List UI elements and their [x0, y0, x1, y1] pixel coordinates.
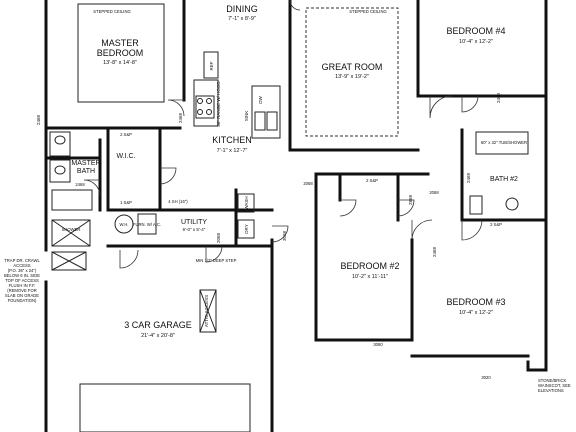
stone-wainscot-note: STONE/BRICK WAINSCOT, SEE ELEVATIONS [538, 378, 571, 393]
bedroom4-door-label: 2468 [496, 92, 501, 103]
crawl-access-note: TRAP DR. CRAWL ACCESS (P.O. 36" x 24") B… [4, 251, 87, 303]
crawl-note-5: TOP OF ACCESS [5, 278, 39, 283]
bedroom2-label: BEDROOM #2 [340, 261, 399, 271]
garage-dims: 21'-4" x 20'-8" [141, 333, 175, 339]
hall-door-2068-a: 2068 [303, 181, 313, 186]
master-bath-label-2: BATH [77, 168, 95, 175]
bath2-label: BATH #2 [490, 176, 518, 183]
attic-label: ATTIC ACCESS [204, 295, 209, 327]
great-room-label: GREAT ROOM [322, 62, 383, 72]
stone-note-2: WAINSCOT, SEE [538, 383, 571, 388]
crawl-note-4: BELOW 6 IN. SIDE [4, 273, 40, 278]
hall-door-2068-b: 2068 [429, 190, 439, 195]
crawl-note-2: ACCESS [13, 263, 30, 268]
garage-label: 3 CAR GARAGE [124, 320, 192, 330]
shelf-2sp-hall: 2 S&P [366, 178, 378, 183]
master-door-label: 2468 [36, 114, 41, 125]
great-room-area: STEPPED CEILING GREAT ROOM 13'-9" x 19'-… [288, 0, 420, 152]
dining-dims: 7'-1" x 8'-9" [228, 16, 256, 22]
master-bedroom-label-1: MASTER [101, 38, 139, 48]
master-bedroom-note: STEPPED CEILING [93, 9, 130, 14]
hall-area: 60" x 32" TUB/SHOWER BATH #2 2 S&P 2 S&P… [303, 128, 548, 342]
kitchen-label: KITCHEN [212, 135, 252, 145]
master-bedroom-label-2: BEDROOM [97, 48, 144, 58]
crawl-note-6: FLUSH IN F.F. [9, 283, 36, 288]
master-bath-label-1: MASTER [71, 160, 100, 167]
wic-door-label: 2468 [75, 182, 85, 187]
dining-label: DINING [226, 4, 258, 14]
master-bedroom-area: STEPPED CEILING MASTER BEDROOM 13'-8" x … [44, 0, 186, 130]
stone-note-3: ELEVATIONS [538, 388, 564, 393]
utility-door-label: 2068 [216, 232, 221, 243]
refrigerator-label: REF [209, 61, 214, 70]
tub-label: 60" x 32" TUB/SHOWER [481, 140, 527, 145]
water-heater-label: W.H. [119, 222, 128, 227]
crawl-note-3: (P.O. 36" x 24") [8, 268, 37, 273]
shelf-1sp-wic: 1 S&P [120, 200, 132, 205]
sink-label: SINK [244, 111, 249, 122]
bedroom3-window-label: 3020 [481, 375, 491, 380]
bedroom4-dims: 10'-4" x 12'-2" [459, 39, 493, 45]
kitchen-door-label: 2468 [178, 112, 183, 123]
utility-area: W.H. FURN. W/ A.C. WASH DRY UTILITY 6'-0… [106, 188, 289, 263]
dryer-label: DRY [244, 224, 249, 233]
bedroom3-area: BEDROOM #3 10'-4" x 12'-2" 3020 [410, 219, 530, 380]
bedroom2-door-label: 2468 [432, 246, 437, 257]
bedroom3-label: BEDROOM #3 [446, 297, 505, 307]
dishwasher-label: DW [258, 96, 263, 104]
kitchen-area: REF 30" RANGE W/ HOOD DW SINK KITCHEN 7'… [193, 51, 281, 154]
master-bedroom-dims: 13'-8" x 14'-8" [103, 60, 137, 66]
bedroom2-area: BEDROOM #2 10'-2" x 11'-11" 2468 3080 [340, 219, 437, 347]
stone-note-1: STONE/BRICK [538, 378, 567, 383]
dining-area: DINING 7'-1" x 8'-9" [226, 4, 258, 22]
master-bath-area: SHOWER MASTER BATH W.I.C. 2 S&P 1 S&P 4 … [36, 112, 274, 247]
step-label: MIN 1/2" DEEP STEP [196, 258, 237, 263]
washer-label: WASH [244, 196, 249, 209]
range-label: 30" RANGE W/ HOOD [216, 81, 221, 127]
utility-label: UTILITY [181, 219, 207, 226]
bedroom4-label: BEDROOM #4 [446, 26, 505, 36]
crawl-note-8: SLAB ON GRADE [5, 293, 39, 298]
shelf-2sp-bath: 2 S&P [490, 222, 502, 227]
kitchen-dims: 7'-1" x 12'-7" [217, 148, 248, 154]
great-room-dims: 13'-9" x 19'-2" [335, 74, 369, 80]
crawl-note-9: FOUNDATION) [8, 298, 37, 303]
shower-label: SHOWER [62, 227, 81, 232]
crawl-note-7: (REMOVE FOR [7, 288, 37, 293]
furnace-label: FURN. W/ A.C. [133, 222, 161, 227]
wic-label: W.I.C. [116, 153, 135, 160]
bedroom2-dims: 10'-2" x 11'-11" [352, 274, 388, 280]
bedroom3-dims: 10'-4" x 12'-2" [459, 310, 493, 316]
shelf-2sp-wic: 2 S&P [120, 132, 132, 137]
great-room-note: STEPPED CEILING [349, 9, 386, 14]
garage-area: ATTIC ACCESS 3 CAR GARAGE 21'-4" x 20'-8… [44, 249, 251, 432]
shelf-4sh: 4 SH (16") [168, 199, 188, 204]
utility-dims: 6'-0" x 5'-4" [183, 227, 206, 232]
bedroom2-window-label: 3080 [373, 342, 383, 347]
bedroom4-area: BEDROOM #4 10'-4" x 12'-2" 2468 [429, 26, 506, 119]
crawl-note-1: TRAP DR. CRAWL [4, 258, 40, 263]
bath2-door-label: 2468 [466, 172, 471, 183]
